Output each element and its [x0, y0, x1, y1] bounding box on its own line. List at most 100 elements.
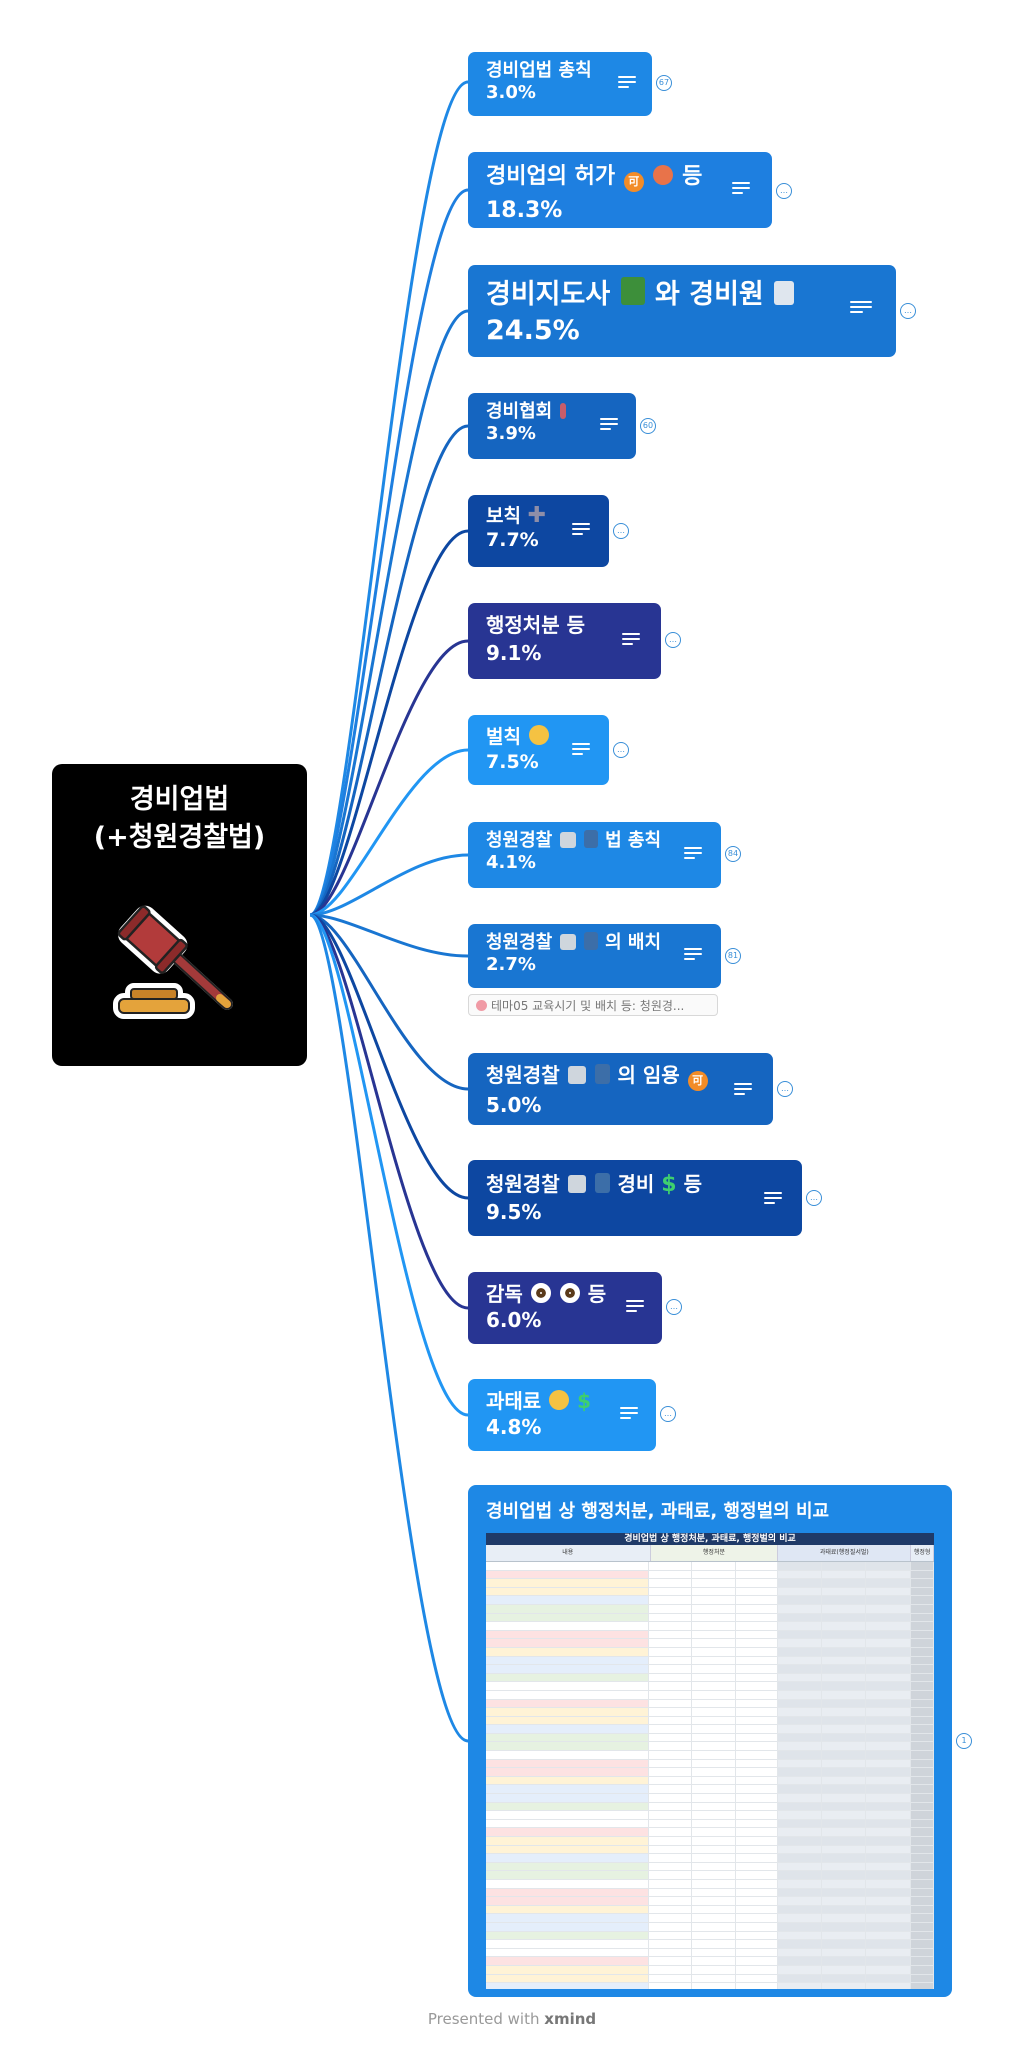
- sheet-row: [486, 1665, 934, 1674]
- notes-icon[interactable]: [572, 523, 590, 537]
- subtopic-count[interactable]: …: [776, 183, 792, 199]
- branch-title: 청원경찰: [486, 1063, 560, 1087]
- sheet-row: [486, 1794, 934, 1803]
- connector-line: [309, 913, 469, 1310]
- branch-percent: 4.1%: [486, 851, 536, 873]
- branch-topic[interactable]: 청원경찰 의 배치 2.7%: [468, 924, 721, 988]
- sheet-row: [486, 1897, 934, 1906]
- subtopic-count[interactable]: 67: [656, 75, 672, 91]
- notes-icon[interactable]: [684, 948, 702, 962]
- sheet-row: [486, 1965, 934, 1975]
- sheet-row: [486, 1639, 934, 1648]
- image-topic[interactable]: 경비업법 상 행정처분, 과태료, 행정벌의 비교 경비업법 상 행정처분, 과…: [468, 1485, 952, 1997]
- notes-icon[interactable]: [622, 633, 640, 647]
- branch-percent: 7.7%: [486, 529, 539, 552]
- branch-title: 경비업의 허가: [486, 164, 616, 189]
- sheet-col-header: 행정처분: [650, 1545, 779, 1561]
- root-topic[interactable]: 경비업법 (+청원경찰법): [52, 764, 307, 1066]
- subtopic-count[interactable]: …: [900, 303, 916, 319]
- sheet-row: [486, 1948, 934, 1958]
- subtopic-count[interactable]: 84: [725, 846, 741, 862]
- branch-topic[interactable]: 청원경찰 법 총칙 4.1%: [468, 822, 721, 888]
- branch-topic[interactable]: 경비협회 3.9%: [468, 393, 636, 459]
- label-icon: [476, 1000, 487, 1011]
- sheet-col-header: 내용: [486, 1545, 651, 1561]
- police-icon: [594, 1173, 610, 1193]
- sheet-row: [486, 1776, 934, 1786]
- branch-percent: 4.8%: [486, 1415, 542, 1439]
- notes-icon[interactable]: [600, 418, 618, 432]
- notes-icon[interactable]: [620, 1407, 638, 1421]
- plus-icon: ✚: [527, 503, 547, 528]
- branch-topic[interactable]: 벌칙 7.5%: [468, 715, 609, 785]
- notes-icon[interactable]: [572, 743, 590, 757]
- notes-icon[interactable]: [734, 1083, 752, 1097]
- subtopic-count[interactable]: …: [613, 742, 629, 758]
- branch-title-suffix: 의 배치: [605, 932, 662, 953]
- notes-icon[interactable]: [732, 182, 750, 196]
- subtopic-count[interactable]: 60: [640, 418, 656, 434]
- notes-icon[interactable]: [764, 1192, 782, 1206]
- sheet-row: [486, 1871, 934, 1880]
- branch-topic[interactable]: 행정처분 등 9.1%: [468, 603, 661, 679]
- branch-percent: 9.1%: [486, 641, 542, 665]
- subtopic-count[interactable]: …: [613, 523, 629, 539]
- building-icon: [559, 832, 576, 848]
- sheet-row: [486, 1914, 934, 1923]
- connector-line: [309, 529, 469, 917]
- branch-title: 경비지도사: [486, 279, 611, 310]
- permit-badge-icon: 可: [623, 172, 644, 192]
- subtopic-count[interactable]: 1: [956, 1733, 972, 1749]
- person-icon: [653, 165, 674, 185]
- branch-topic[interactable]: 청원경찰 의 임용 可 5.0%: [468, 1053, 773, 1125]
- branch-topic[interactable]: 과태료 $ 4.8%: [468, 1379, 656, 1451]
- sheet-row: [486, 1622, 934, 1631]
- sheet-row: [486, 1862, 934, 1872]
- sheet-row: [486, 1974, 934, 1984]
- sheet-row: [486, 1819, 934, 1829]
- sheet-row: [486, 1802, 934, 1812]
- branch-title: 벌칙: [486, 726, 521, 748]
- branch-title-suffix: 등: [587, 1282, 607, 1306]
- branch-topic[interactable]: 경비업법 총칙 3.0%: [468, 52, 652, 116]
- sheet-row: [486, 1751, 934, 1760]
- sheet-col-header: 행정형벌: [911, 1545, 934, 1572]
- sheet-row: [486, 1837, 934, 1846]
- branch-topic[interactable]: 청원경찰 경비 $ 등 9.5%: [468, 1160, 802, 1236]
- footer-prefix: Presented with: [427, 2010, 540, 2028]
- connector-line: [309, 913, 469, 1743]
- eye-icon: [559, 1283, 580, 1303]
- notes-icon[interactable]: [626, 1300, 644, 1314]
- permit-badge-icon: 可: [687, 1071, 708, 1091]
- sheet-row: [486, 1768, 934, 1777]
- branch-topic[interactable]: 경비지도사 와 경비원 24.5%: [468, 265, 896, 357]
- subtopic-count[interactable]: …: [806, 1190, 822, 1206]
- building-icon: [559, 934, 576, 950]
- subtopic-count[interactable]: …: [666, 1299, 682, 1315]
- thermometer-icon: [559, 403, 566, 419]
- sheet-row: [486, 1596, 934, 1605]
- branch-title: 보칙: [486, 505, 521, 527]
- root-title: 경비업법 (+청원경찰법): [93, 784, 266, 853]
- branch-percent: 18.3%: [486, 198, 563, 223]
- police-icon: [583, 830, 598, 848]
- branch-percent: 5.0%: [486, 1093, 542, 1117]
- branch-title-suffix: 등: [682, 164, 703, 189]
- subtopic-count[interactable]: …: [660, 1406, 676, 1422]
- branch-topic[interactable]: 감독 등 6.0%: [468, 1272, 662, 1344]
- branch-topic[interactable]: 보칙 ✚ 7.7%: [468, 495, 609, 567]
- sheet-row: [486, 1940, 934, 1949]
- connector-line: [309, 853, 469, 917]
- subtopic-count[interactable]: 81: [725, 948, 741, 964]
- footer-credit: Presented with xmind: [0, 2010, 1024, 2028]
- sheet-row: [486, 1759, 934, 1769]
- subtopic-count[interactable]: …: [777, 1081, 793, 1097]
- image-topic-title: 경비업법 상 행정처분, 과태료, 행정벌의 비교: [486, 1501, 830, 1522]
- branch-topic[interactable]: 경비업의 허가 可 등 18.3%: [468, 152, 772, 228]
- subtopic-count[interactable]: …: [665, 632, 681, 648]
- notes-icon[interactable]: [684, 847, 702, 861]
- notes-icon[interactable]: [850, 301, 872, 315]
- topic-label[interactable]: 테마05 교육시기 및 배치 등: 청원경...: [468, 994, 718, 1016]
- notes-icon[interactable]: [618, 76, 636, 90]
